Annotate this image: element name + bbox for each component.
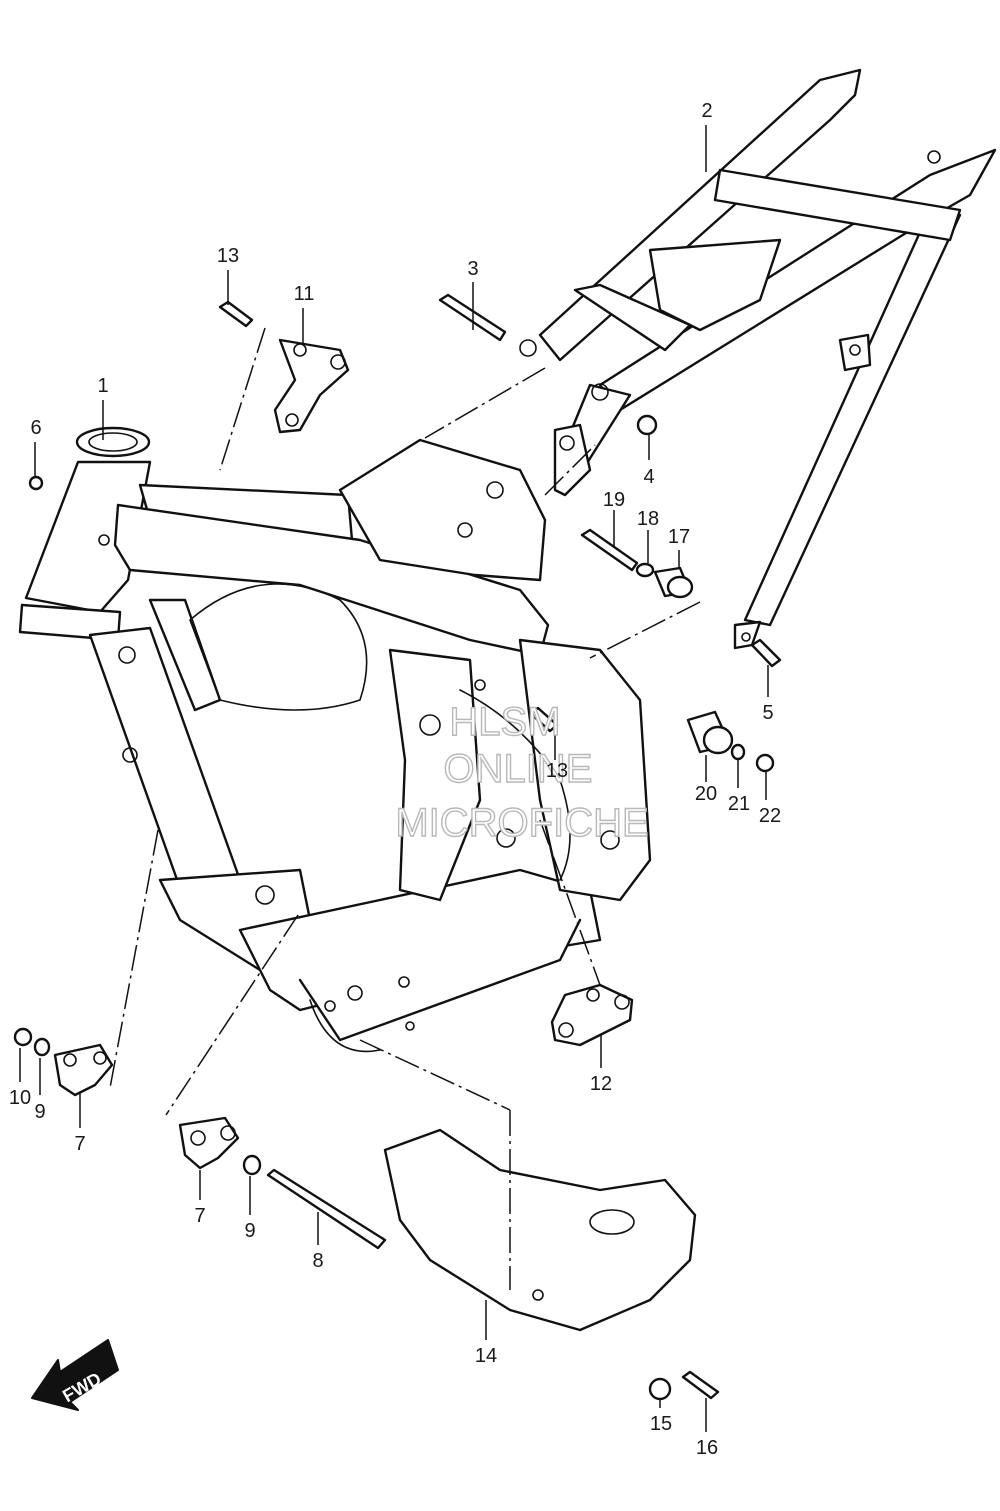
nut-10 <box>13 1027 33 1047</box>
bolt-19 <box>580 528 639 572</box>
forward-arrow-icon <box>31 1339 119 1411</box>
bolt-13a <box>218 300 254 328</box>
callout-18: 18 <box>637 508 659 530</box>
callout-5: 5 <box>762 702 773 724</box>
callout-19: 19 <box>603 489 625 511</box>
callout-7b: 7 <box>194 1205 205 1227</box>
washer-15 <box>648 1377 672 1401</box>
callout-2: 2 <box>701 100 712 122</box>
screw-6 <box>28 475 44 491</box>
callout-8: 8 <box>312 1250 323 1272</box>
bolt-16 <box>681 1370 720 1400</box>
callout-1: 1 <box>97 375 108 397</box>
leader-lines <box>19 125 769 1432</box>
rear-subframe <box>519 68 997 650</box>
callout-20: 20 <box>695 783 717 805</box>
bolt-5 <box>750 638 782 668</box>
washer-9a <box>33 1037 51 1057</box>
bracket-7b <box>178 1116 240 1170</box>
main-frame <box>18 426 652 1053</box>
watermark-line3: MICROFICHE <box>395 801 648 845</box>
callout-17: 17 <box>668 526 690 548</box>
callouts: 1 2 3 4 5 6 7 7 8 9 9 10 11 12 13 13 14 … <box>9 100 781 1459</box>
callout-22: 22 <box>759 805 781 827</box>
bolt-13b <box>528 706 559 733</box>
washer-9b <box>242 1154 262 1176</box>
bracket-7a <box>53 1043 114 1097</box>
callout-10: 10 <box>9 1087 31 1109</box>
watermark: HLSM ONLINE MICROFICHE <box>395 699 650 845</box>
watermark-line1: HLSM <box>449 700 560 744</box>
callout-9b: 9 <box>244 1220 255 1242</box>
callout-21: 21 <box>728 793 750 815</box>
callout-3: 3 <box>467 258 478 280</box>
callout-6: 6 <box>30 417 41 439</box>
watermark-line2: ONLINE <box>444 747 593 791</box>
callout-16: 16 <box>696 1437 718 1459</box>
callout-15: 15 <box>650 1413 672 1435</box>
fwd-badge: FWD <box>31 1339 119 1411</box>
bolt-8 <box>266 1168 387 1250</box>
callout-4: 4 <box>643 466 654 488</box>
washer-18 <box>635 562 655 578</box>
callout-13a: 13 <box>217 245 239 267</box>
callout-12: 12 <box>590 1073 612 1095</box>
callout-13b: 13 <box>546 760 568 782</box>
assembly-lines <box>109 327 701 1290</box>
skid-plate-14 <box>383 1128 697 1332</box>
callout-9a: 9 <box>34 1101 45 1123</box>
nut-22 <box>755 753 775 773</box>
nut-4 <box>636 414 658 436</box>
callout-11: 11 <box>294 283 315 305</box>
bracket-12 <box>550 983 634 1047</box>
callout-7a: 7 <box>74 1133 85 1155</box>
washer-21 <box>730 743 746 761</box>
callout-14: 14 <box>475 1345 497 1367</box>
